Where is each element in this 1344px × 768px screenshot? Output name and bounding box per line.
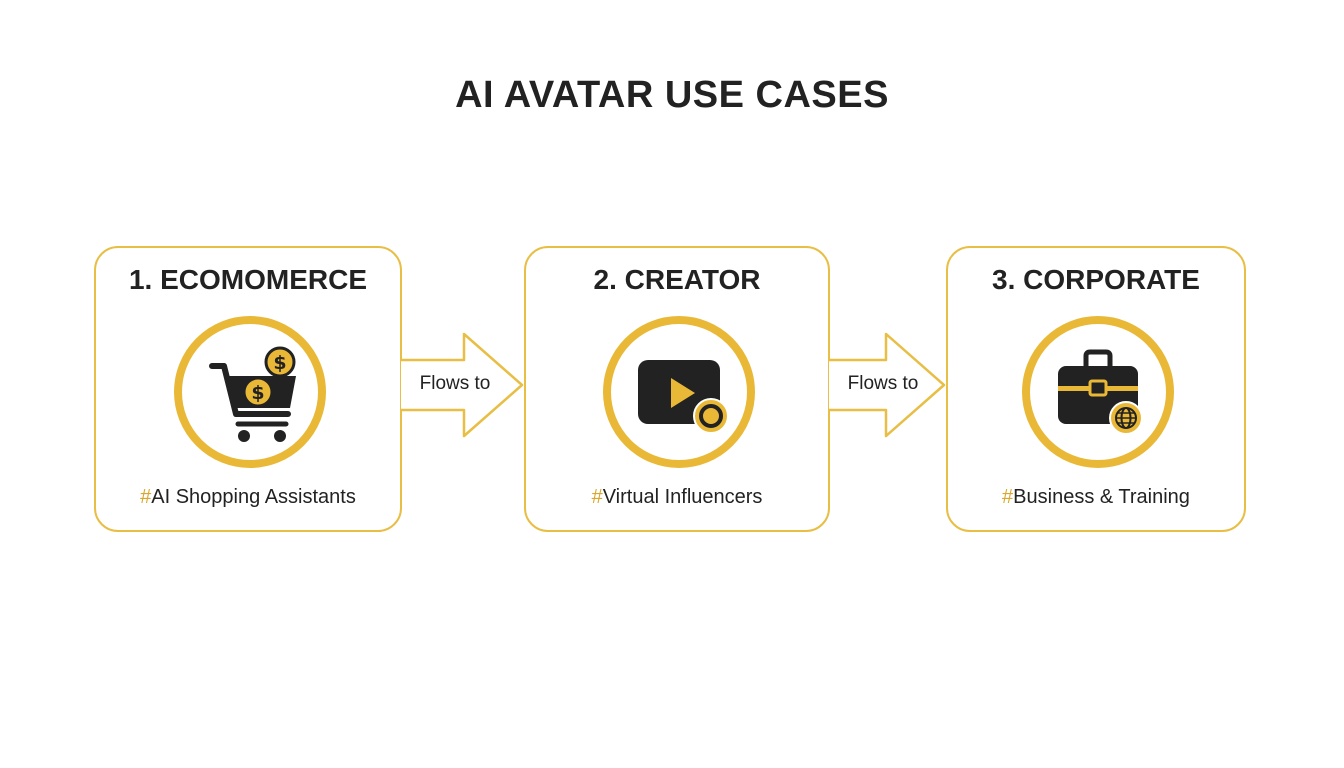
tag-text: Business & Training <box>1013 486 1190 508</box>
card-title: 2. CREATOR <box>593 264 761 295</box>
svg-text:$: $ <box>251 382 264 404</box>
card-ecommerce: 1. ECOMOMERCE $ $ #AI Shopping Assistant… <box>94 246 402 532</box>
card-title: 3. CORPORATE <box>992 264 1200 295</box>
card-tag: #Virtual Influencers <box>526 486 828 509</box>
page-title: AI AVATAR USE CASES <box>455 74 889 116</box>
arrow-icon <box>401 332 524 438</box>
card-title: 1. ECOMOMERCE <box>128 264 368 295</box>
hash-symbol: # <box>591 486 603 508</box>
arrow-label: Flows to <box>419 373 491 394</box>
svg-text:$: $ <box>273 352 286 374</box>
briefcase-globe-icon <box>1058 349 1143 435</box>
card-creator: 2. CREATOR #Virtual Influencers <box>524 246 830 532</box>
tag-text: AI Shopping Assistants <box>151 486 356 508</box>
hash-symbol: # <box>1002 486 1014 508</box>
icon-ring: $ $ <box>174 316 326 468</box>
card-corporate: 3. CORPORATE #Business & Training <box>946 246 1246 532</box>
shopping-cart-dollar-icon: $ $ <box>209 346 296 442</box>
hash-symbol: # <box>140 486 152 508</box>
arrow-icon <box>829 332 946 438</box>
icon-ring <box>603 316 755 468</box>
icon-ring <box>1022 316 1174 468</box>
flow-arrow: Flows to <box>828 330 948 440</box>
video-play-record-icon <box>638 360 729 434</box>
tag-text: Virtual Influencers <box>602 486 763 508</box>
card-tag: #AI Shopping Assistants <box>96 486 400 509</box>
flow-arrow: Flows to <box>400 330 526 440</box>
card-tag: #Business & Training <box>948 486 1244 509</box>
arrow-label: Flows to <box>847 373 919 394</box>
